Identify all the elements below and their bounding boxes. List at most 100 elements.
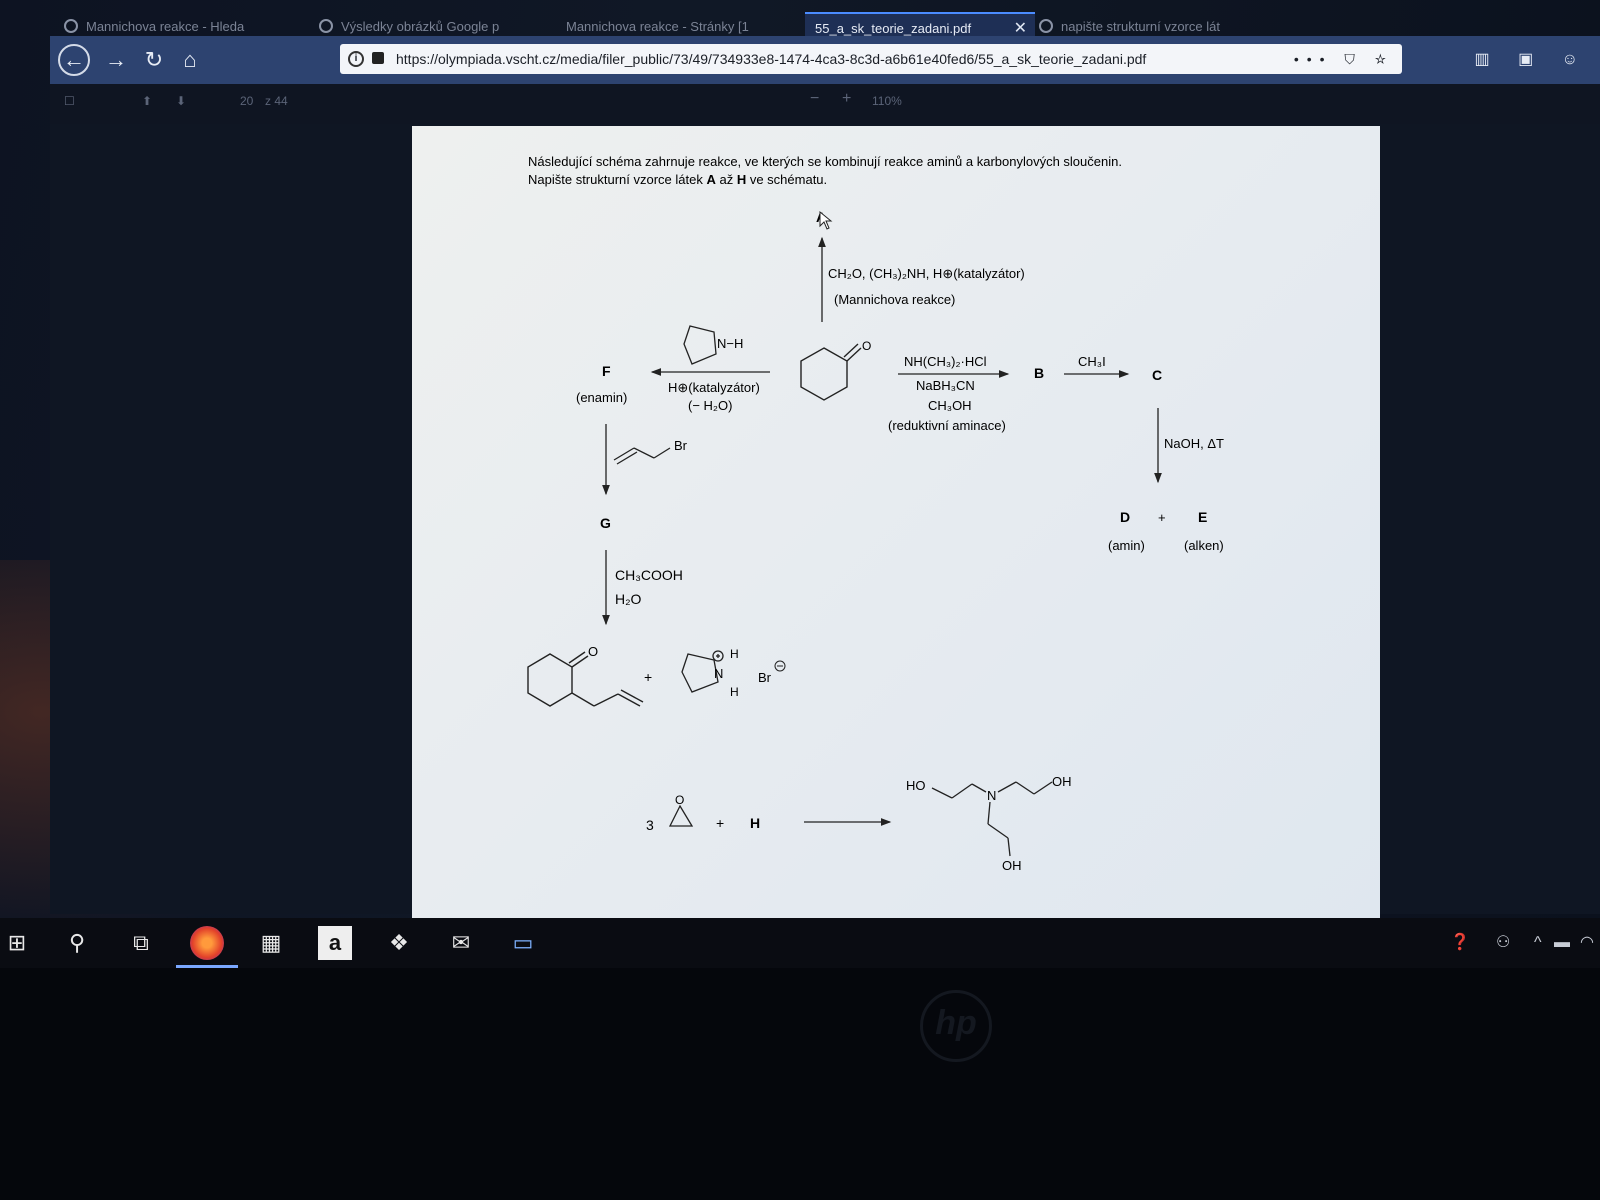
pyrrolidine-structure — [683, 325, 717, 365]
mannich-reagents: CH₂O, (CH₃)₂NH, H⊕(katalyzátor) — [828, 266, 1025, 281]
reductive-name: (reduktivní aminace) — [888, 418, 1006, 433]
hydrolysis-reagent-1: CH₃COOH — [615, 567, 683, 583]
google-icon — [1039, 19, 1053, 33]
task-view-icon[interactable]: ⧉ — [133, 930, 149, 955]
info-icon[interactable]: i — [348, 51, 364, 67]
minus-water: (− H₂O) — [688, 398, 732, 413]
mail-icon[interactable]: ✉ — [451, 930, 471, 955]
zoom-out-button[interactable]: − — [810, 90, 820, 107]
reaction-scheme: Následující schéma zahrnuje reakce, ve k… — [527, 154, 1224, 873]
label-enamin: (enamin) — [576, 390, 627, 405]
pyrrolidinium-structure — [681, 650, 724, 693]
tea-n: N — [987, 788, 996, 803]
firefox-icon[interactable] — [190, 926, 224, 960]
start-icon[interactable]: ⊞ — [7, 930, 27, 955]
windows-taskbar: ⊞ ⚲ ⧉ ▦ a ❖ ✉ ▭ ❓ ⚇ ^ ▬ ◠ — [0, 918, 1600, 968]
tab-title: 55_a_sk_teorie_zadani.pdf — [815, 21, 972, 36]
file-explorer-icon[interactable]: ▭ — [512, 930, 534, 955]
reductive-reagent-3: CH₃OH — [928, 398, 972, 413]
epoxide-coefficient: 3 — [646, 817, 654, 833]
pyrrolidinium-h1: H — [730, 647, 739, 661]
intro-line-1: Následující schéma zahrnuje reakce, ve k… — [528, 154, 1122, 169]
google-icon — [64, 19, 78, 33]
plus-products: + — [644, 669, 652, 685]
browser-nav-bar: ← → ↻ ⌂ i https://olympiada.vscht.cz/med… — [50, 36, 1600, 84]
plus-de: + — [1158, 510, 1166, 525]
forward-button[interactable]: → — [105, 47, 127, 72]
allylcyclohexanone-structure — [527, 651, 644, 707]
chevron-up-icon[interactable]: ^ — [1534, 934, 1542, 951]
ketone-oxygen: O — [862, 339, 871, 353]
tab-title: napište strukturní vzorce lát — [1061, 19, 1220, 34]
page-total: z 44 — [265, 94, 288, 108]
intro-line-2: Napište strukturní vzorce látek A až H v… — [528, 172, 827, 187]
store-icon[interactable]: ▦ — [260, 930, 282, 955]
allyl-bromide-structure — [613, 447, 671, 465]
reload-button[interactable]: ↻ — [144, 47, 164, 72]
url-text[interactable]: https://olympiada.vscht.cz/media/filer_p… — [396, 51, 1147, 67]
help-icon[interactable]: ❓ — [1450, 934, 1470, 951]
product-ketone-oxygen: O — [588, 644, 598, 659]
home-button[interactable]: ⌂ — [183, 47, 197, 72]
methylation-reagent: CH₃I — [1078, 354, 1106, 369]
triethanolamine-structure — [931, 781, 1053, 857]
elimination-reagent: NaOH, ΔT — [1164, 436, 1224, 451]
amazon-icon[interactable]: a — [318, 926, 352, 960]
battery-icon[interactable]: ▬ — [1554, 934, 1570, 951]
toolbar-right-icons[interactable]: ▥ ▣ ☺ — [1474, 51, 1590, 68]
cyclohexanone-structure — [800, 343, 862, 401]
tab-structures-search[interactable]: napište strukturní vzorce lát — [1035, 12, 1291, 42]
google-icon — [319, 19, 333, 33]
label-h: H — [750, 815, 760, 831]
label-c: C — [1152, 367, 1162, 383]
wifi-icon[interactable]: ◠ — [1580, 934, 1594, 951]
label-d: D — [1120, 509, 1130, 525]
reductive-reagent-1: NH(CH₃)₂·HCl — [904, 354, 987, 369]
plus-epoxide: + — [716, 815, 724, 831]
page-actions-icons[interactable]: ••• ⛉ ☆ — [1293, 51, 1394, 67]
pdf-toolbar: ☐ ⬆ ⬇ 20 z 44 − + 110% — [50, 84, 1600, 124]
tab-title: Mannichova reakce - Stránky [1 — [566, 19, 749, 34]
allyl-bromide-br: Br — [674, 438, 688, 453]
address-bar[interactable]: i https://olympiada.vscht.cz/media/filer… — [340, 44, 1402, 74]
mannich-name: (Mannichova reakce) — [834, 292, 955, 307]
enamine-catalyst: H⊕(katalyzátor) — [668, 380, 760, 395]
next-page-icon[interactable]: ⬇ — [176, 94, 187, 108]
pdf-page: Následující schéma zahrnuje reakce, ve k… — [412, 126, 1380, 918]
monitor-screen: Mannichova reakce - Hleda Výsledky obráz… — [0, 0, 1600, 960]
tea-oh-1: OH — [1052, 774, 1072, 789]
reductive-reagent-2: NaBH₃CN — [916, 378, 975, 393]
tea-ho: HO — [906, 778, 926, 793]
label-amin: (amin) — [1108, 538, 1145, 553]
tab-mannich-search[interactable]: Mannichova reakce - Hleda — [60, 12, 316, 42]
tea-oh-2: OH — [1002, 858, 1022, 873]
sidebar-toggle-icon[interactable]: ☐ — [64, 94, 75, 108]
label-f: F — [602, 363, 611, 379]
pyrrolidine-nh: N−H — [717, 336, 743, 351]
label-e: E — [1198, 509, 1207, 525]
dropbox-icon[interactable]: ❖ — [389, 930, 409, 955]
epoxide-oxygen: O — [675, 793, 684, 807]
back-button[interactable]: ← — [58, 44, 90, 76]
epoxide-structure — [668, 804, 694, 827]
search-icon[interactable]: ⚲ — [68, 930, 86, 955]
tab-google-images[interactable]: Výsledky obrázků Google p — [315, 12, 561, 42]
zoom-in-button[interactable]: + — [842, 90, 852, 107]
page-number[interactable]: 20 — [240, 94, 254, 108]
hydrolysis-reagent-2: H₂O — [615, 591, 642, 607]
people-icon[interactable]: ⚇ — [1496, 934, 1511, 951]
bromide-ion: Br — [758, 670, 772, 685]
tab-title: Mannichova reakce - Hleda — [86, 19, 245, 34]
zoom-select[interactable]: 110% — [872, 94, 902, 108]
lock-icon — [372, 52, 384, 64]
negative-charge-icon — [774, 660, 786, 672]
prev-page-icon[interactable]: ⬆ — [142, 94, 153, 108]
tab-mannich-pages[interactable]: Mannichova reakce - Stránky [1 — [540, 12, 806, 42]
mouse-cursor-icon — [819, 210, 833, 230]
pyrrolidinium-n: N — [714, 666, 723, 681]
label-g: G — [600, 515, 611, 531]
close-icon[interactable]: ✕ — [1013, 20, 1027, 37]
label-b: B — [1034, 365, 1044, 381]
label-alken: (alken) — [1184, 538, 1224, 553]
hp-logo-icon: hp — [920, 990, 992, 1062]
